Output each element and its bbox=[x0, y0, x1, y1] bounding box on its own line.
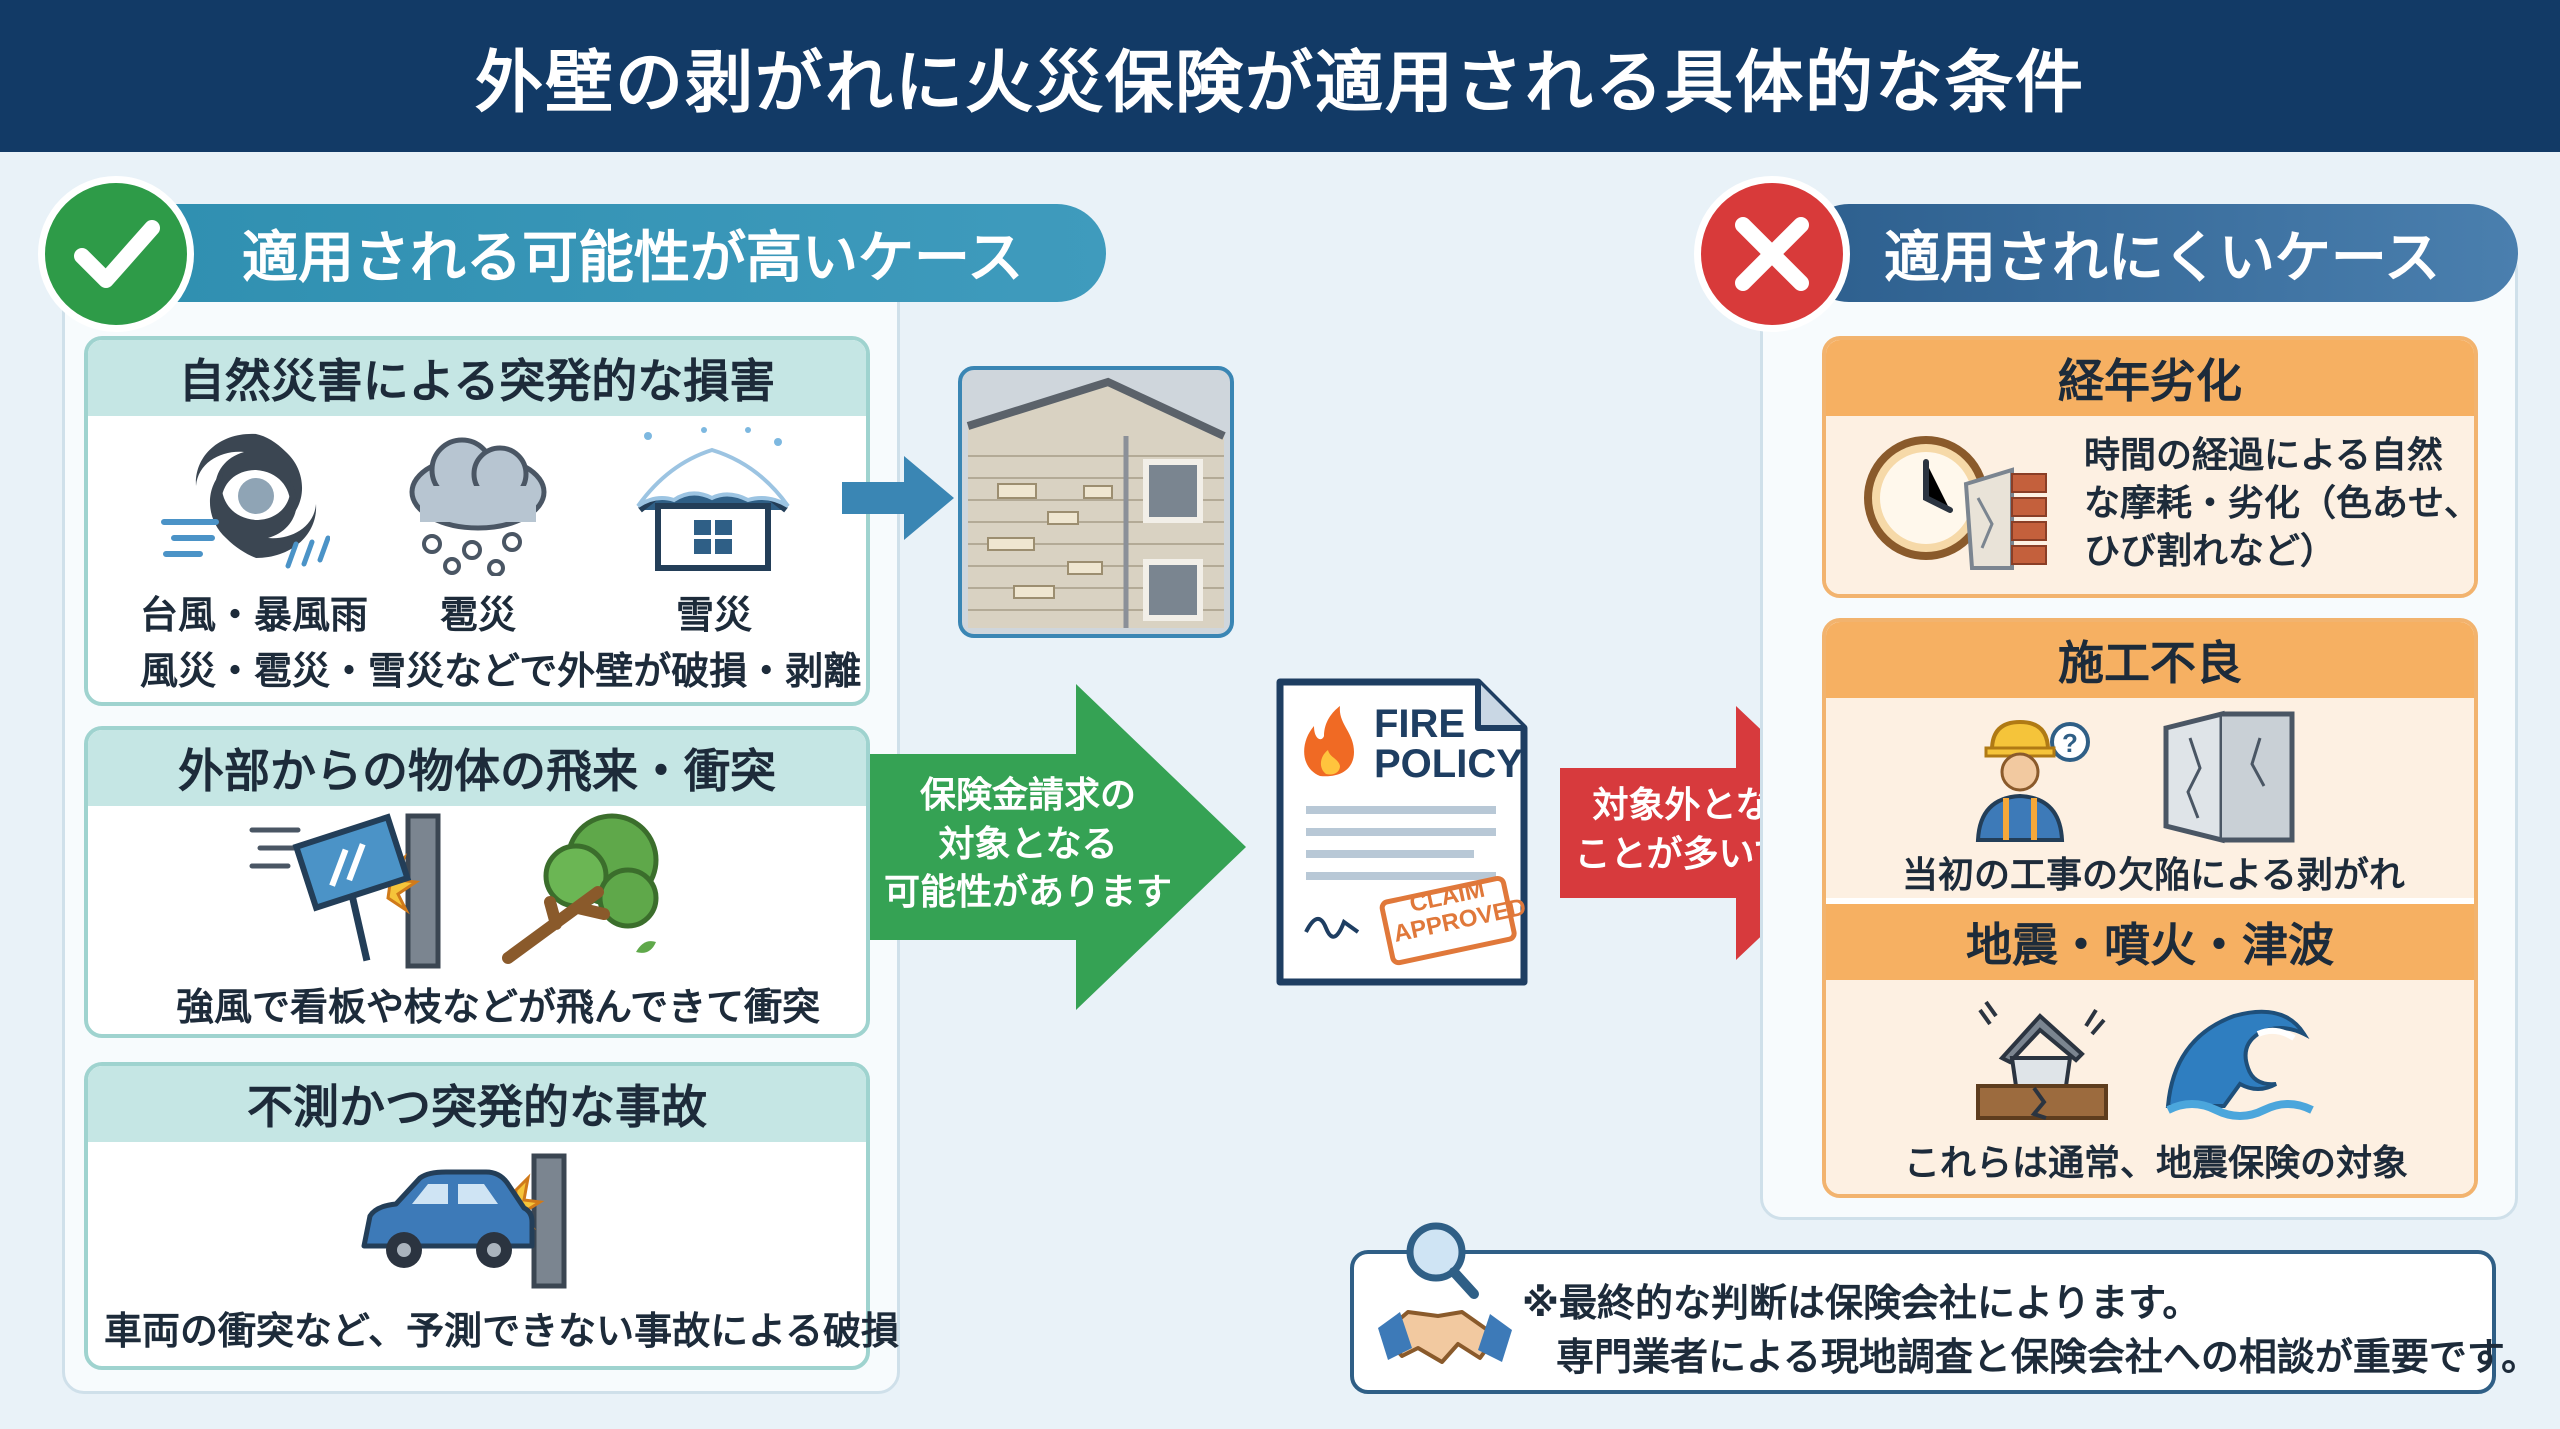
aging-line-2: な摩耗・劣化（色あせ、 bbox=[2084, 483, 2481, 524]
hail-cloud-icon bbox=[409, 437, 547, 576]
falling-tree-icon bbox=[502, 813, 659, 964]
natural-disaster-caption: 風災・雹災・雪災などで外壁が破損・剥離 bbox=[140, 649, 862, 693]
svg-text:?: ? bbox=[2062, 728, 2078, 758]
check-icon bbox=[74, 220, 160, 288]
card-natural-disaster: 自然災害による突発的な損害 bbox=[84, 336, 870, 706]
note-line-2: 専門業者による現地調査と保険会社への相談が重要です。 bbox=[1556, 1335, 2540, 1379]
cracked-panel-icon bbox=[2163, 710, 2295, 844]
page-title: 外壁の剥がれに火災保険が適用される具体的な条件 bbox=[474, 43, 2085, 123]
aging-description: 時間の経過による自然 な摩耗・劣化（色あせ、 ひび割れなど） bbox=[2084, 432, 2480, 576]
card-accident: 不測かつ突発的な事故 bbox=[84, 1062, 870, 1370]
typhoon-label: 台風・暴風雨 bbox=[140, 593, 369, 637]
note-box bbox=[1350, 1250, 2496, 1394]
green-arrow-line-3: 可能性があります bbox=[883, 872, 1172, 914]
flying-object-caption: 強風で看板や枝などが飛んできて衝突 bbox=[176, 985, 821, 1029]
card-body bbox=[1826, 698, 2474, 898]
card-title: 施工不良 bbox=[1826, 622, 2474, 698]
accident-caption: 車両の衝突など、予測できない事故による破損 bbox=[104, 1309, 899, 1353]
green-arrow-text: 保険金請求の 対象となる 可能性があります bbox=[878, 772, 1178, 918]
card-earthquake-title: 地震・噴火・津波 bbox=[1826, 904, 2474, 980]
document-title-line-1: FIRE bbox=[1374, 702, 1466, 746]
flying-signboard-icon bbox=[249, 813, 441, 969]
check-badge bbox=[38, 176, 194, 332]
aging-line-3: ひび割れなど） bbox=[2084, 531, 2337, 572]
right-section-heading: 適用されにくいケース bbox=[1884, 225, 2441, 291]
hail-label: 雹災 bbox=[440, 593, 517, 637]
green-arrow-line-2: 対象となる bbox=[938, 823, 1118, 865]
title-bar: 外壁の剥がれに火災保険が適用される具体的な条件 bbox=[0, 0, 2560, 152]
earthquake-house-icon bbox=[1976, 1000, 2108, 1120]
card-title: 経年劣化 bbox=[1826, 340, 2474, 416]
worker-question-icon: ? bbox=[1975, 719, 2090, 842]
clock-icon bbox=[1864, 436, 2047, 570]
earthquake-caption: これらは通常、地震保険の対象 bbox=[1904, 1143, 2409, 1184]
car-crash-icon bbox=[361, 1153, 567, 1289]
aging-line-1: 時間の経過による自然 bbox=[2084, 435, 2443, 476]
left-section-heading: 適用される可能性が高いケース bbox=[242, 225, 1024, 291]
document-title: FIRE POLICY bbox=[1374, 704, 1523, 784]
card-title: 自然災害による突発的な損害 bbox=[88, 340, 866, 416]
blue-arrow bbox=[842, 456, 954, 540]
tsunami-wave-icon bbox=[2165, 1009, 2314, 1120]
typhoon-icon bbox=[161, 433, 330, 569]
card-title: 外部からの物体の飛来・衝突 bbox=[88, 730, 866, 806]
snow-house-icon bbox=[636, 427, 790, 571]
left-section-header: 適用される可能性が高いケース bbox=[100, 204, 1106, 302]
right-section-header: 適用されにくいケース bbox=[1800, 204, 2518, 302]
damaged-wall-photo bbox=[958, 366, 1234, 638]
cross-icon bbox=[1735, 217, 1809, 291]
note-line-1: ※最終的な判断は保険会社によります。 bbox=[1522, 1281, 2201, 1325]
document-title-line-2: POLICY bbox=[1374, 742, 1523, 786]
card-earthquake-body bbox=[1826, 980, 2474, 1194]
handshake-magnifier-icon bbox=[1378, 1222, 1512, 1364]
green-arrow-line-1: 保険金請求の bbox=[919, 775, 1136, 816]
card-flying-object: 外部からの物体の飛来・衝突 bbox=[84, 726, 870, 1038]
green-arrow bbox=[870, 684, 1246, 1010]
fire-policy-document-icon bbox=[1276, 678, 1528, 986]
card-title: 不測かつ突発的な事故 bbox=[88, 1066, 866, 1142]
cross-badge bbox=[1694, 176, 1850, 332]
construction-defect-caption: 当初の工事の欠陥による剥がれ bbox=[1902, 855, 2405, 896]
snow-label: 雪災 bbox=[676, 593, 753, 637]
